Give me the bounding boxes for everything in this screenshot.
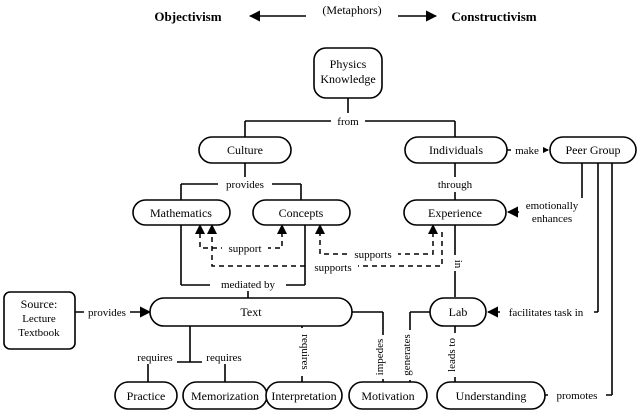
leads-to-label: leads to [446, 338, 458, 372]
nodes: Physics Knowledge Culture Individuals Pe… [3, 47, 637, 410]
node-motivation: Motivation [348, 381, 428, 410]
support-label: support [229, 243, 262, 255]
node-interpretation: Interpretation [265, 381, 343, 410]
node-practice: Practice [114, 381, 178, 410]
node-physics-knowledge: Physics Knowledge [313, 47, 383, 99]
practice-label: Practice [127, 389, 166, 403]
promotes-label: promotes [557, 390, 598, 402]
enhances-label: enhances [532, 213, 572, 225]
metaphors-axis: Objectivism (Metaphors) Constructivism [154, 3, 537, 24]
emotionally-label: emotionally [526, 200, 579, 212]
facilitates-label: facilitates task in [509, 307, 584, 319]
requires-label-2: requires [206, 352, 241, 364]
supports-label-2: supports [314, 262, 351, 274]
node-individuals: Individuals [404, 136, 508, 164]
generates-label: generates [401, 334, 413, 376]
memorization-label: Memorization [191, 389, 259, 403]
link-labels: from make provides through emotionally e… [84, 113, 606, 402]
mathematics-label: Mathematics [150, 206, 212, 220]
mediated-by-label: mediated by [221, 279, 276, 291]
make-label: make [515, 145, 539, 157]
experience-label: Experience [428, 206, 482, 220]
supports-label-1: supports [354, 249, 391, 261]
node-experience: Experience [403, 199, 507, 226]
node-text: Text [149, 297, 353, 327]
from-label: from [337, 116, 359, 128]
through-label: through [438, 179, 473, 191]
provides-label: provides [226, 179, 264, 191]
source-provides-label: provides [88, 307, 126, 319]
node-peer-group: Peer Group [549, 136, 637, 164]
impedes-label: impedes [374, 339, 386, 376]
requires-label-3: requires [299, 334, 311, 369]
node-understanding: Understanding [436, 381, 546, 410]
lecture-label: Lecture [22, 313, 56, 325]
individuals-label: Individuals [429, 143, 483, 157]
metaphors-label: (Metaphors) [322, 3, 381, 17]
interpretation-label: Interpretation [271, 389, 336, 403]
text-node-label: Text [240, 305, 262, 319]
peer-group-label: Peer Group [566, 143, 621, 157]
node-concepts: Concepts [252, 199, 351, 226]
textbook-label: Textbook [18, 327, 60, 339]
concepts-label: Concepts [279, 206, 324, 220]
culture-label: Culture [227, 143, 263, 157]
node-mathematics: Mathematics [132, 199, 231, 226]
node-culture: Culture [198, 136, 292, 164]
knowledge-label: Knowledge [320, 72, 375, 86]
node-source: Source: Lecture Textbook [3, 291, 76, 350]
node-memorization: Memorization [182, 381, 268, 410]
supports-dash-1 [319, 232, 434, 255]
physics-label: Physics [330, 57, 367, 71]
node-lab: Lab [429, 297, 487, 327]
constructivism-label: Constructivism [451, 9, 536, 24]
source-label: Source: [21, 297, 58, 311]
in-label: in [452, 260, 464, 269]
understanding-label: Understanding [456, 389, 527, 403]
objectivism-label: Objectivism [154, 9, 221, 24]
motivation-label: Motivation [361, 389, 414, 403]
requires-label-1: requires [137, 352, 172, 364]
lab-label: Lab [449, 305, 468, 319]
